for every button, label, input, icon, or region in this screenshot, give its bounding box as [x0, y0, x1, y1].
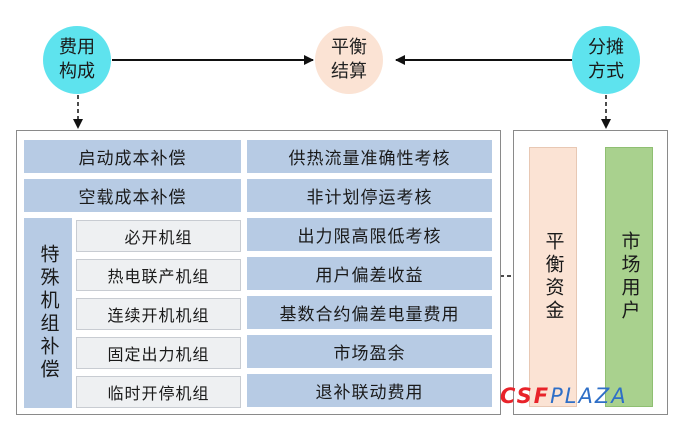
- special-item-chp-label: 热电联产机组: [107, 267, 210, 286]
- assessment-base-contract: 基数合约偏差电量费用: [247, 296, 492, 329]
- special-item-continuous-label: 连续开机机组: [107, 306, 210, 325]
- cost-row-noload-label: 空载成本补偿: [78, 188, 187, 208]
- assessment-user-deviation-label: 用户偏差收益: [315, 266, 424, 286]
- special-unit-group-text: 特殊机组补偿: [37, 244, 60, 382]
- balance-settlement-label: 平衡结算: [331, 37, 367, 82]
- special-item-chp: 热电联产机组: [76, 259, 241, 291]
- special-item-continuous: 连续开机机组: [76, 298, 241, 330]
- balance-fund-bar: 平衡资金: [529, 147, 577, 407]
- special-item-fixed-output-label: 固定出力机组: [107, 345, 210, 364]
- balance-fund-label: 平衡资金: [542, 231, 565, 323]
- special-item-temporary-label: 临时开停机组: [107, 384, 210, 403]
- assessment-base-contract-label: 基数合约偏差电量费用: [279, 305, 460, 325]
- cost-composition-node: 费用构成: [43, 26, 111, 94]
- assessment-refund-linkage-label: 退补联动费用: [315, 383, 424, 403]
- special-item-must-run: 必开机组: [76, 220, 241, 252]
- assessment-user-deviation: 用户偏差收益: [247, 257, 492, 290]
- watermark-red-text: CSF: [500, 384, 551, 408]
- allocation-method-node: 分摊方式: [572, 26, 640, 94]
- assessment-output-limits-label: 出力限高限低考核: [297, 227, 442, 247]
- assessment-unplanned-outage: 非计划停运考核: [247, 179, 492, 212]
- assessment-market-surplus-label: 市场盈余: [333, 344, 406, 364]
- assessment-heat-flow: 供热流量准确性考核: [247, 140, 492, 173]
- special-unit-group-label: 特殊机组补偿: [24, 218, 72, 408]
- market-users-label: 市场用户: [618, 231, 641, 323]
- market-users-bar: 市场用户: [605, 147, 653, 407]
- special-item-must-run-label: 必开机组: [124, 228, 193, 247]
- special-item-temporary: 临时开停机组: [76, 376, 241, 408]
- assessment-heat-flow-label: 供热流量准确性考核: [288, 149, 451, 169]
- cost-row-startup: 启动成本补偿: [24, 140, 241, 173]
- allocation-method-label: 分摊方式: [588, 37, 624, 82]
- watermark-logo: CSFPLAZA: [500, 384, 670, 414]
- assessment-output-limits: 出力限高限低考核: [247, 218, 492, 251]
- cost-row-startup-label: 启动成本补偿: [78, 149, 187, 169]
- special-item-fixed-output: 固定出力机组: [76, 337, 241, 369]
- cost-row-noload: 空载成本补偿: [24, 179, 241, 212]
- assessment-refund-linkage: 退补联动费用: [247, 374, 492, 407]
- assessment-unplanned-outage-label: 非计划停运考核: [306, 188, 433, 208]
- cost-composition-label: 费用构成: [59, 37, 95, 82]
- assessment-market-surplus: 市场盈余: [247, 335, 492, 368]
- balance-settlement-node: 平衡结算: [315, 26, 383, 94]
- watermark-blue-text: PLAZA: [550, 384, 628, 408]
